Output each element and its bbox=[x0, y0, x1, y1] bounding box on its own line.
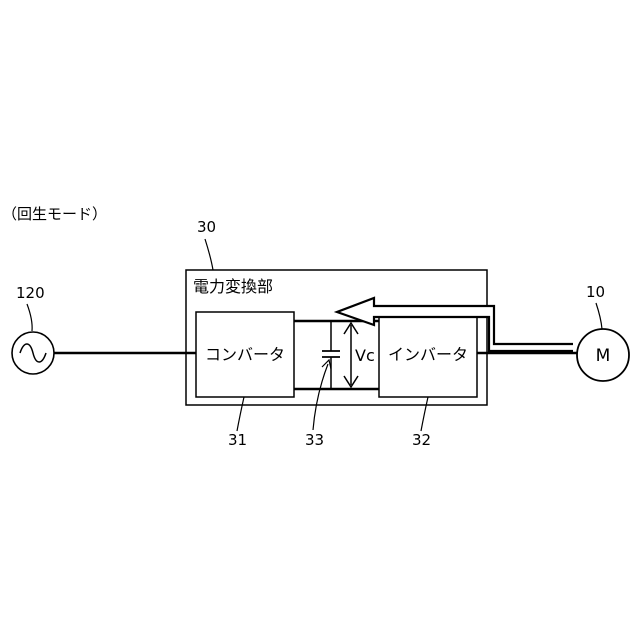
mode-label: （回生モード） bbox=[2, 205, 107, 223]
ac-source-ref: 120 bbox=[16, 284, 45, 302]
ac-source-icon bbox=[12, 332, 54, 374]
ac-source-leader bbox=[27, 304, 32, 331]
motor-label: M bbox=[596, 346, 611, 366]
capacitor-symbol bbox=[322, 321, 340, 389]
inverter-label: インバータ bbox=[388, 345, 468, 364]
converter-ref: 31 bbox=[228, 431, 247, 449]
inverter-ref: 32 bbox=[412, 431, 431, 449]
power-converter-title: 電力変換部 bbox=[193, 277, 273, 296]
capacitor-ref: 33 bbox=[305, 431, 324, 449]
motor-ref: 10 bbox=[586, 283, 605, 301]
converter-label: コンバータ bbox=[205, 345, 285, 364]
capacitor-leader bbox=[313, 364, 328, 430]
motor-leader bbox=[596, 303, 602, 329]
inverter-leader bbox=[421, 397, 428, 431]
converter-leader bbox=[237, 397, 244, 431]
power-converter-ref: 30 bbox=[197, 218, 216, 236]
vc-label: Vc bbox=[355, 346, 375, 365]
power-converter-leader bbox=[205, 239, 213, 270]
